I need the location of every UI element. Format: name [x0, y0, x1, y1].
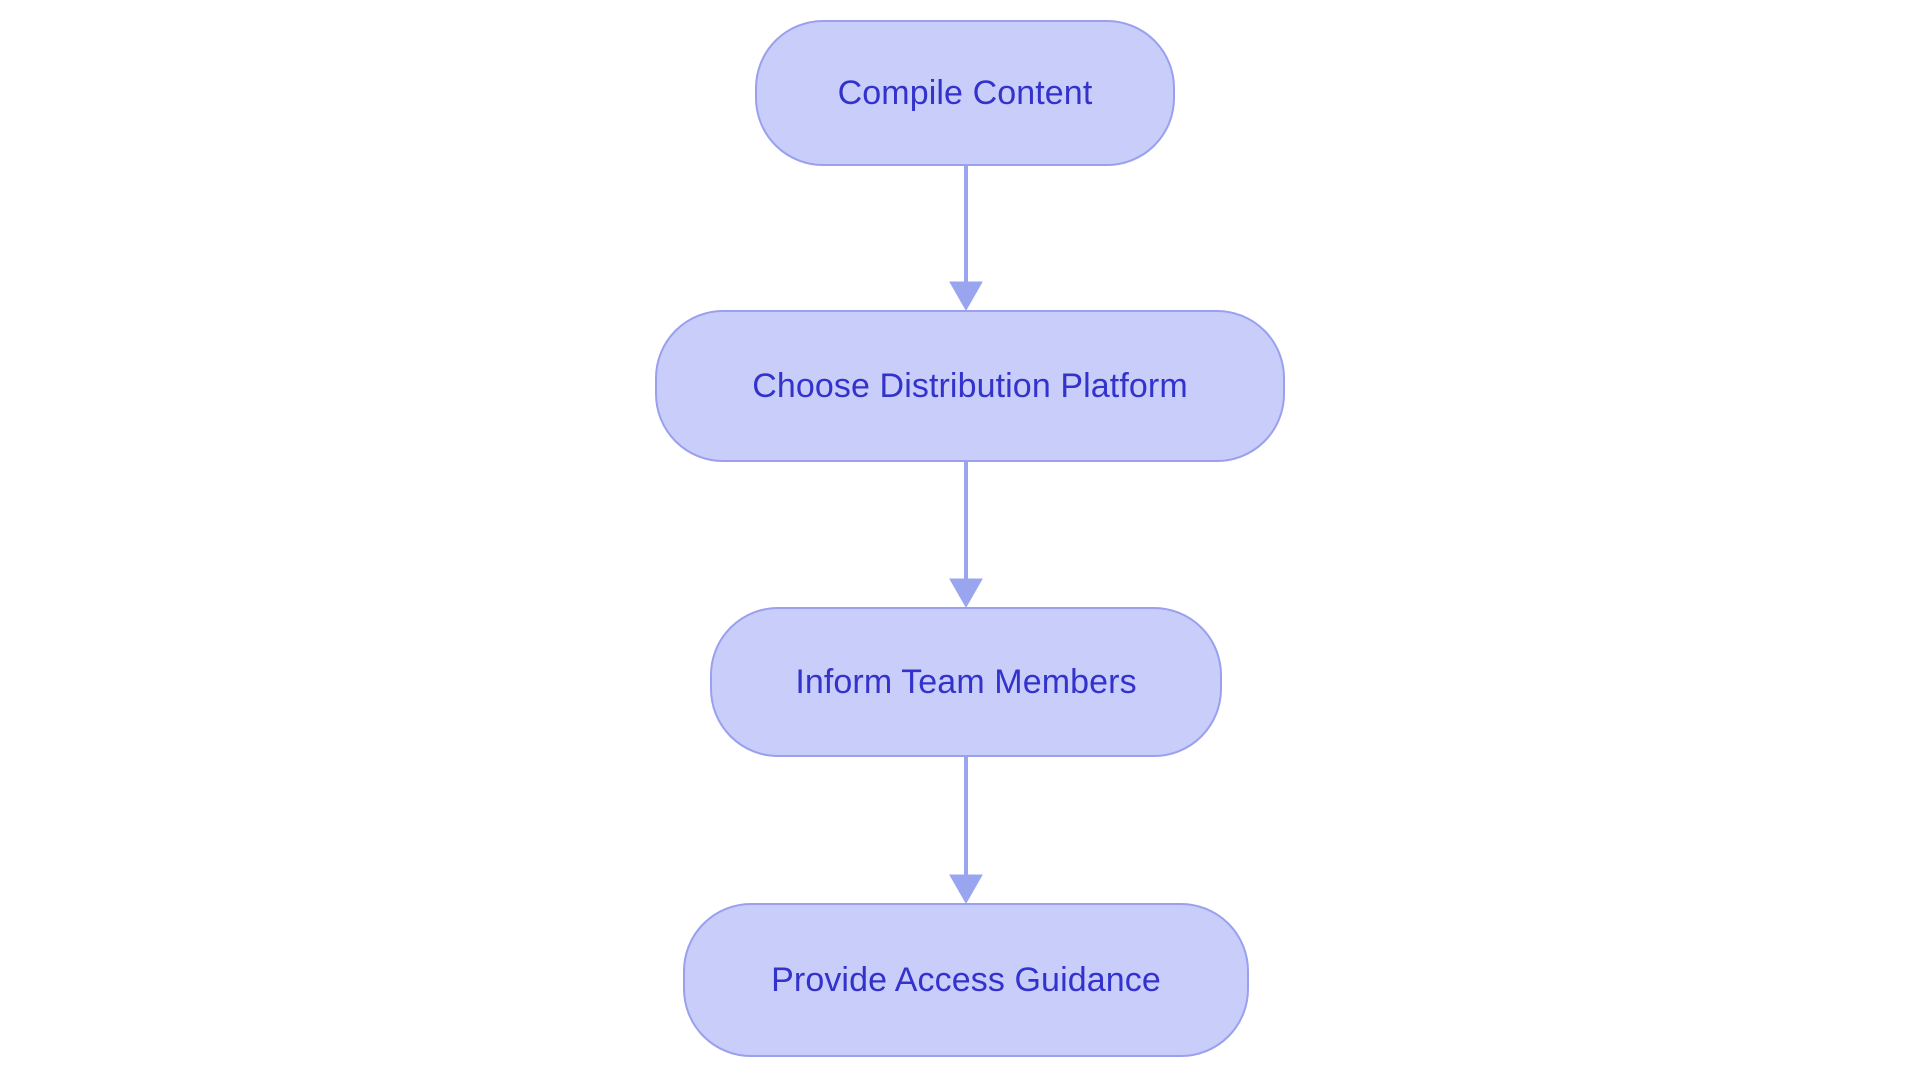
flowchart-node-label: Choose Distribution Platform [752, 367, 1188, 405]
edge-choose-distribution-platform-to-inform-team-members [949, 462, 983, 609]
edge-compile-content-to-choose-distribution-platform [949, 166, 983, 312]
flowchart-node-choose-distribution-platform[interactable]: Choose Distribution Platform [655, 310, 1285, 462]
flowchart-node-inform-team-members[interactable]: Inform Team Members [710, 607, 1222, 757]
flowchart-node-label: Compile Content [837, 74, 1093, 112]
flowchart-node-provide-access-guidance[interactable]: Provide Access Guidance [683, 903, 1249, 1057]
flowchart-node-label: Inform Team Members [795, 663, 1137, 701]
flowchart-node-label: Provide Access Guidance [771, 961, 1161, 999]
edge-inform-team-members-to-provide-access-guidance [949, 757, 983, 905]
flowchart-node-compile-content[interactable]: Compile Content [755, 20, 1175, 166]
